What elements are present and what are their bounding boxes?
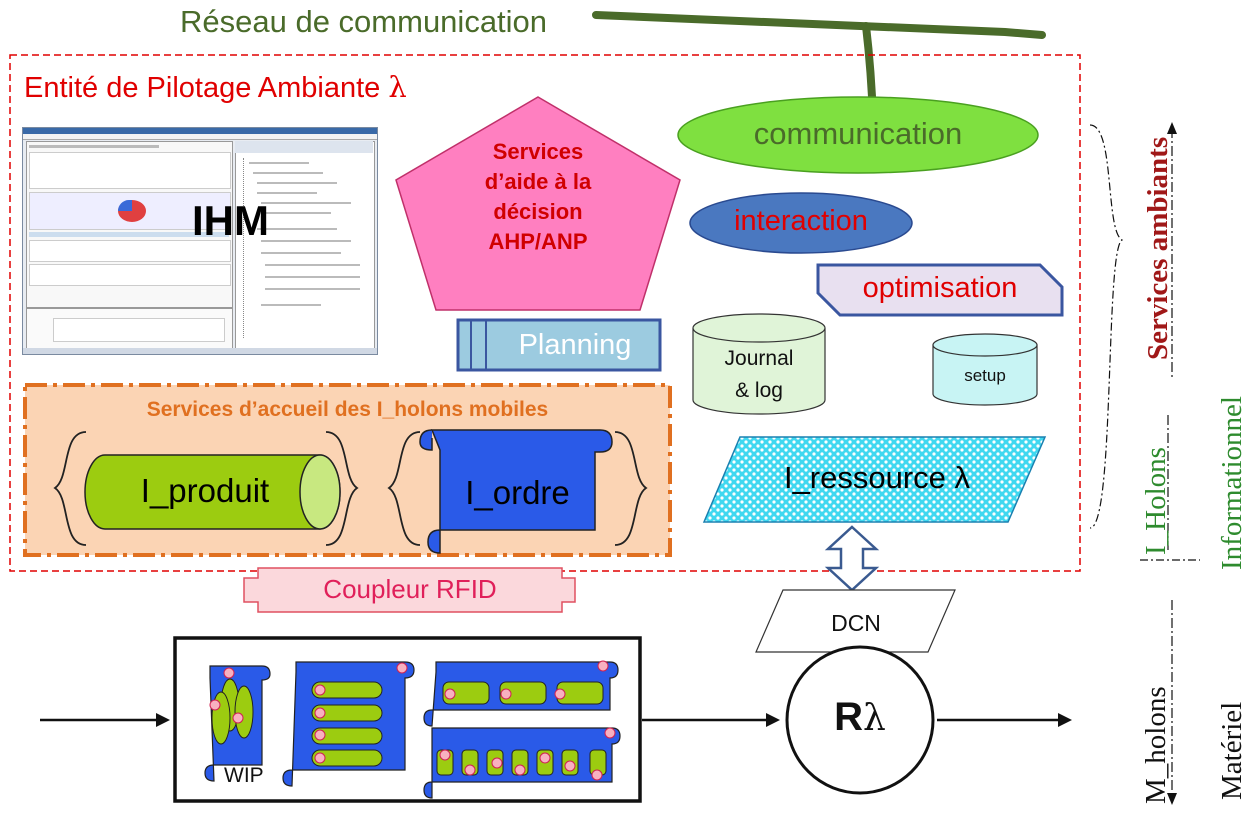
side-label-materiel: Matériel: [1216, 701, 1248, 800]
entity-lambda: λ: [388, 70, 407, 104]
journal-label: Journal & log: [693, 343, 825, 407]
network-line: [592, 11, 1046, 39]
side-label-i-holons: I_Holons: [1140, 447, 1172, 555]
sync-arrow: [824, 525, 880, 592]
network-label: Réseau de communication: [180, 4, 548, 39]
entity-title-text: Entité de Pilotage Ambiante: [24, 72, 381, 104]
optimisation-label: optimisation: [862, 272, 1018, 304]
journal-cylinder: [692, 328, 826, 415]
decision-line-4: AHP/ANP: [488, 229, 588, 254]
setup-label: setup: [964, 366, 1006, 385]
interaction-label: interaction: [734, 205, 868, 237]
planning-label: Planning: [518, 329, 632, 361]
batch-scroll-3: [423, 727, 621, 799]
batch-scroll-1: [282, 661, 415, 787]
communication-label: communication: [753, 116, 963, 151]
ordre-label: I_ordre: [465, 474, 570, 511]
planning-bar: [456, 318, 662, 372]
resource-label: Rλ: [787, 695, 933, 740]
accueil-title: Services d’accueil des I_holons mobiles: [146, 398, 549, 421]
services-bracket: [1089, 124, 1124, 529]
decision-line-2: d’aide à la: [484, 169, 592, 194]
side-label-services-ambiants: Services ambiants: [1142, 136, 1174, 360]
rfid-coupler: [243, 567, 576, 613]
communication-ellipse: [677, 96, 1039, 174]
ihm-screenshot: [22, 127, 378, 355]
ihm-label: IHM: [192, 197, 269, 244]
interaction-ellipse: [689, 192, 913, 254]
optimisation-shape: [816, 263, 1064, 317]
dcn-label: DCN: [831, 610, 881, 636]
wip-label: WIP: [224, 764, 264, 787]
side-label-informationnel: Informationnel: [1216, 396, 1248, 570]
entity-title: Entité de Pilotage Ambiante λ: [24, 70, 407, 105]
journal-line-2: & log: [735, 379, 783, 402]
rfid-label: Coupleur RFID: [323, 574, 497, 604]
dcn-shape: [755, 589, 956, 653]
decision-pentagon: [395, 96, 681, 311]
ordre-scroll: [427, 429, 613, 554]
decision-line-3: décision: [493, 199, 583, 224]
journal-line-1: Journal: [724, 347, 794, 370]
setup-cylinder: [932, 345, 1038, 406]
resource-lambda: λ: [863, 698, 886, 739]
side-label-m-holons: M_holons: [1140, 686, 1172, 804]
decision-line-1: Services: [492, 139, 584, 164]
batch-scroll-2: [423, 660, 619, 727]
decision-label: Services d’aide à la décision AHP/ANP: [436, 137, 640, 257]
ressource-shape: [702, 436, 1047, 523]
entity-boundary: [9, 54, 1081, 572]
wip-scroll: [204, 665, 271, 782]
resource-r: R: [834, 695, 864, 739]
resource-circle: [785, 645, 935, 795]
ressource-label: I_ressource λ: [783, 460, 971, 495]
produit-label: I_produit: [140, 472, 270, 509]
